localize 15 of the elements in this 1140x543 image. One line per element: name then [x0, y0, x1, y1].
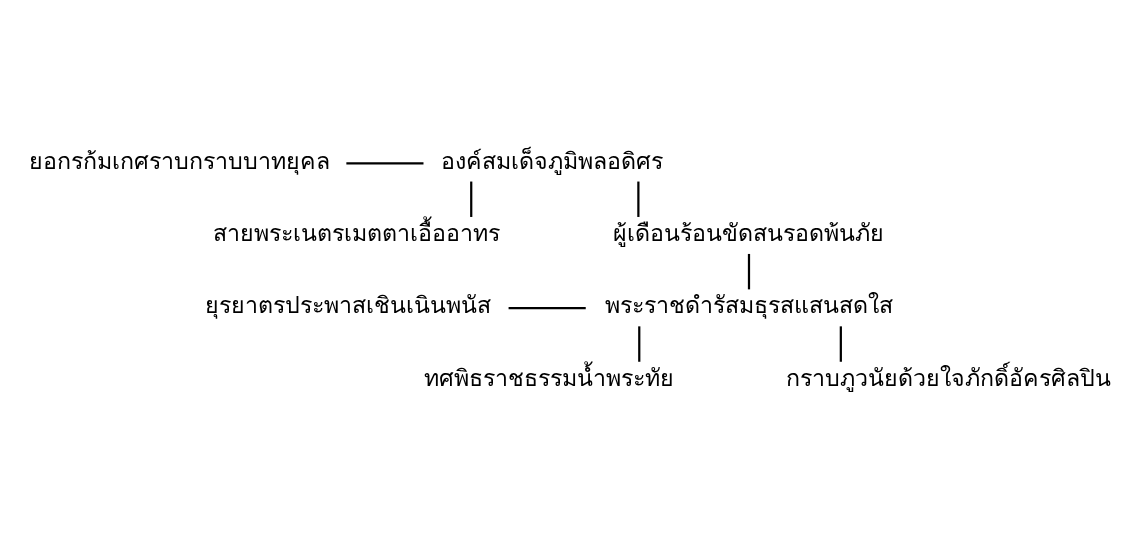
connector — [839, 326, 842, 362]
node-text: ยอกรก้มเกศราบกราบบาทยุคล — [29, 146, 331, 174]
connector — [638, 326, 641, 362]
node-text: องค์สมเด็จภูมิพลอดิศร — [441, 146, 664, 174]
node-text: กราบภูวนัยด้วยใจภักดิ์อัครศิลปิน — [785, 363, 1111, 391]
connector — [747, 253, 751, 290]
node-text: สายพระเนตรเมตตาเอื้ออาทร — [213, 218, 501, 246]
node-text: ทศพิธราชธรรมน้ำพระทัย — [423, 363, 674, 391]
connector — [470, 181, 473, 217]
connector — [346, 162, 424, 165]
connector — [508, 307, 586, 310]
node-text: ผู้เดือนร้อนขัดสนรอดพ้นภัย — [613, 218, 885, 246]
node-text: พระราชดำรัสมธุรสแสนสดใส — [604, 291, 893, 319]
node-text: ยุรยาตรประพาสเชินเนินพนัส — [204, 291, 491, 319]
connector — [637, 181, 640, 217]
